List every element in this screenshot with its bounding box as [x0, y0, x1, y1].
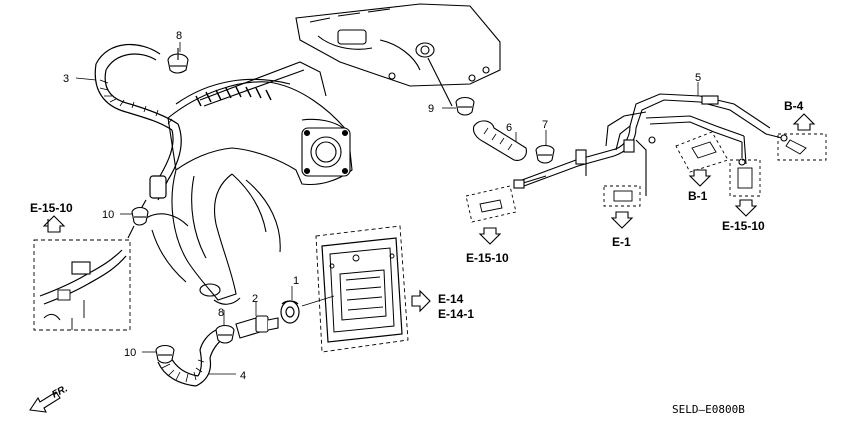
detail-box-e15-10-right [729, 159, 761, 197]
detail-box-e15-10-mid [465, 185, 517, 223]
arrow-b4 [792, 113, 816, 131]
cylinder-head-cover [295, 3, 501, 107]
part-number-2: 2 [252, 293, 258, 305]
part-number-10-upper: 10 [102, 209, 114, 221]
ref-b4: B-4 [784, 99, 804, 113]
arrow-b1 [688, 169, 712, 187]
clamp-8-top [167, 48, 189, 74]
ref-e14: E-14 [438, 292, 464, 306]
ref-b1: B-1 [688, 189, 708, 203]
leader-lines [75, 42, 699, 375]
part-number-10-lower: 10 [124, 347, 136, 359]
part-number-6: 6 [506, 122, 512, 134]
intake-manifold [145, 61, 353, 305]
detail-box-b4 [777, 133, 827, 161]
part-number-9: 9 [428, 103, 434, 115]
part-number-1: 1 [293, 275, 299, 287]
clamp-10-lower [155, 344, 175, 364]
left-detail-box [33, 239, 131, 331]
arrow-e15-10-right [734, 199, 758, 217]
ref-e15-10-right: E-15-10 [722, 219, 765, 233]
breather-plate-box [301, 225, 409, 353]
front-direction-label: FR. [50, 383, 69, 400]
arrow-e1 [610, 211, 634, 229]
part-number-8-top: 8 [176, 30, 182, 42]
arrow-e15-10-mid [478, 227, 502, 245]
ref-e14-1: E-14-1 [438, 307, 474, 321]
detail-box-b1 [675, 131, 729, 173]
hose-3 [94, 43, 182, 215]
clamp-7 [535, 144, 555, 164]
pcv-valve-2 [235, 315, 279, 339]
part-number-3: 3 [63, 73, 69, 85]
arrow-e14 [411, 289, 431, 313]
detail-box-e1 [603, 185, 641, 207]
ref-e1: E-1 [612, 235, 631, 249]
pipe-assembly-5 [513, 93, 788, 196]
clamp-10-upper [127, 206, 149, 239]
clamp-8-lower [215, 324, 235, 344]
part-number-8-bottom: 8 [218, 307, 224, 319]
diagram-code: SELD—E0800B [672, 403, 745, 416]
part-number-7: 7 [542, 119, 548, 131]
hose-6 [472, 120, 527, 161]
ref-e15-10-left: E-15-10 [30, 201, 73, 215]
ref-e15-10-mid: E-15-10 [466, 251, 509, 265]
clamp-9 [455, 96, 475, 116]
part-number-5: 5 [695, 72, 701, 84]
grommet-1 [280, 300, 300, 324]
arrow-e15-10-left [42, 215, 66, 233]
part-number-4: 4 [240, 370, 246, 382]
front-direction-arrow [29, 391, 61, 413]
